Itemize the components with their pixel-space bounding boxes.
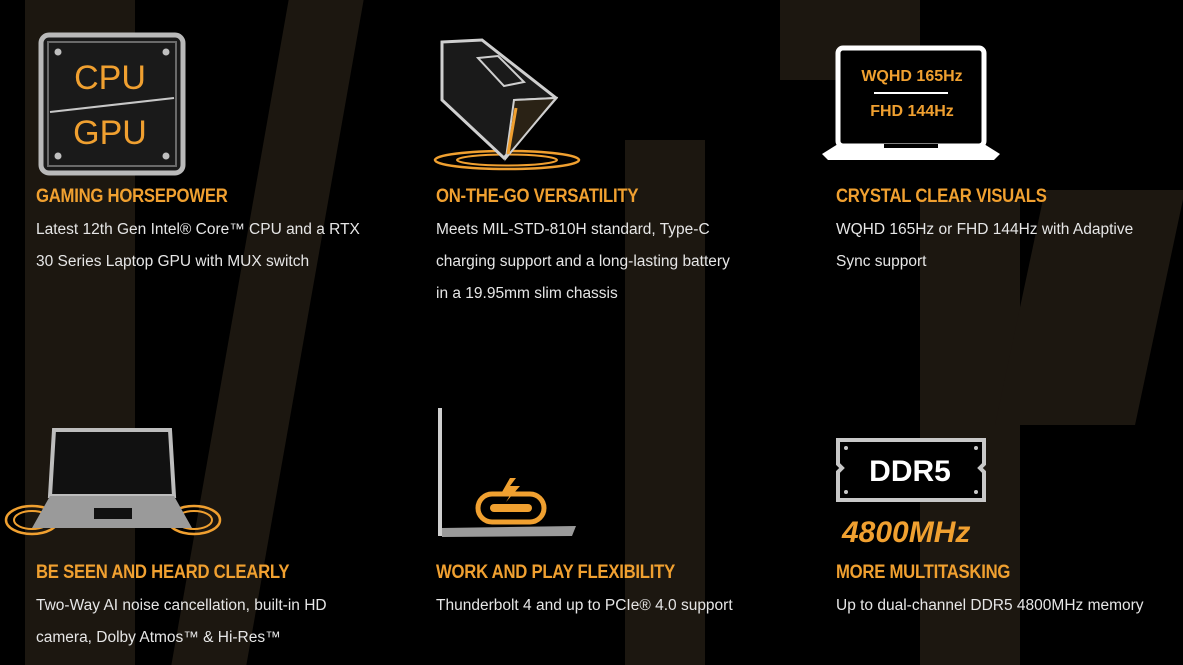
laptop-audio-waves-icon xyxy=(4,428,222,536)
feature-title: GAMING HORSEPOWER xyxy=(36,186,228,207)
feature-description: Thunderbolt 4 and up to PCIe® 4.0 suppor… xyxy=(436,590,766,622)
description-line: Sync support xyxy=(836,253,927,270)
description-line: Thunderbolt 4 and up to PCIe® 4.0 suppor… xyxy=(436,597,733,614)
feature-be-seen-and-heard: BE SEEN AND HEARD CLEARLY Two-Way AI noi… xyxy=(36,562,366,654)
ddr5-memory-icon: DDR5 4800MHz xyxy=(836,438,986,549)
background-pattern xyxy=(625,140,705,665)
usb-c-charging-port-icon xyxy=(438,408,576,537)
description-line: 30 Series Laptop GPU with MUX switch xyxy=(36,253,310,270)
feature-more-multitasking: MORE MULTITASKING Up to dual-channel DDR… xyxy=(836,562,1166,622)
gpu-label: GPU xyxy=(73,114,147,152)
feature-on-the-go-versatility: ON-THE-GO VERSATILITY Meets MIL-STD-810H… xyxy=(436,186,766,310)
feature-description: Up to dual-channel DDR5 4800MHz memory xyxy=(836,590,1166,622)
feature-description: Latest 12th Gen Intel® Core™ CPU and a R… xyxy=(36,214,366,278)
feature-gaming-horsepower: GAMING HORSEPOWER Latest 12th Gen Intel®… xyxy=(36,186,366,278)
background-pattern xyxy=(920,200,1020,665)
feature-title: MORE MULTITASKING xyxy=(836,562,1011,583)
feature-description: Two-Way AI noise cancellation, built-in … xyxy=(36,590,366,654)
description-line: camera, Dolby Atmos™ & Hi-Res™ xyxy=(36,629,281,646)
description-line: charging support and a long-lasting batt… xyxy=(436,253,730,270)
memory-speed-label: 4800MHz xyxy=(841,516,970,549)
laptop-display-icon: WQHD 165Hz FHD 144Hz xyxy=(822,45,1000,160)
feature-title: CRYSTAL CLEAR VISUALS xyxy=(836,186,1047,207)
ddr5-label: DDR5 xyxy=(869,455,951,488)
description-line: Up to dual-channel DDR5 4800MHz memory xyxy=(836,597,1144,614)
rugged-laptop-drop-icon xyxy=(433,38,581,171)
feature-title: ON-THE-GO VERSATILITY xyxy=(436,186,639,207)
description-line: in a 19.95mm slim chassis xyxy=(436,285,618,302)
feature-title: BE SEEN AND HEARD CLEARLY xyxy=(36,562,290,583)
description-line: WQHD 165Hz or FHD 144Hz with Adaptive xyxy=(836,221,1134,238)
feature-work-and-play: WORK AND PLAY FLEXIBILITY Thunderbolt 4 … xyxy=(436,562,766,622)
wqhd-label: WQHD 165Hz xyxy=(861,68,962,85)
description-line: Latest 12th Gen Intel® Core™ CPU and a R… xyxy=(36,221,360,238)
fhd-label: FHD 144Hz xyxy=(870,103,954,120)
feature-description: WQHD 165Hz or FHD 144Hz with Adaptive Sy… xyxy=(836,214,1166,278)
description-line: Two-Way AI noise cancellation, built-in … xyxy=(36,597,327,614)
feature-title: WORK AND PLAY FLEXIBILITY xyxy=(436,562,675,583)
feature-description: Meets MIL-STD-810H standard, Type-C char… xyxy=(436,214,766,310)
feature-crystal-clear-visuals: CRYSTAL CLEAR VISUALS WQHD 165Hz or FHD … xyxy=(836,186,1166,278)
cpu-gpu-chip-icon: CPU GPU xyxy=(38,32,186,176)
description-line: Meets MIL-STD-810H standard, Type-C xyxy=(436,221,710,238)
cpu-label: CPU xyxy=(74,59,146,97)
